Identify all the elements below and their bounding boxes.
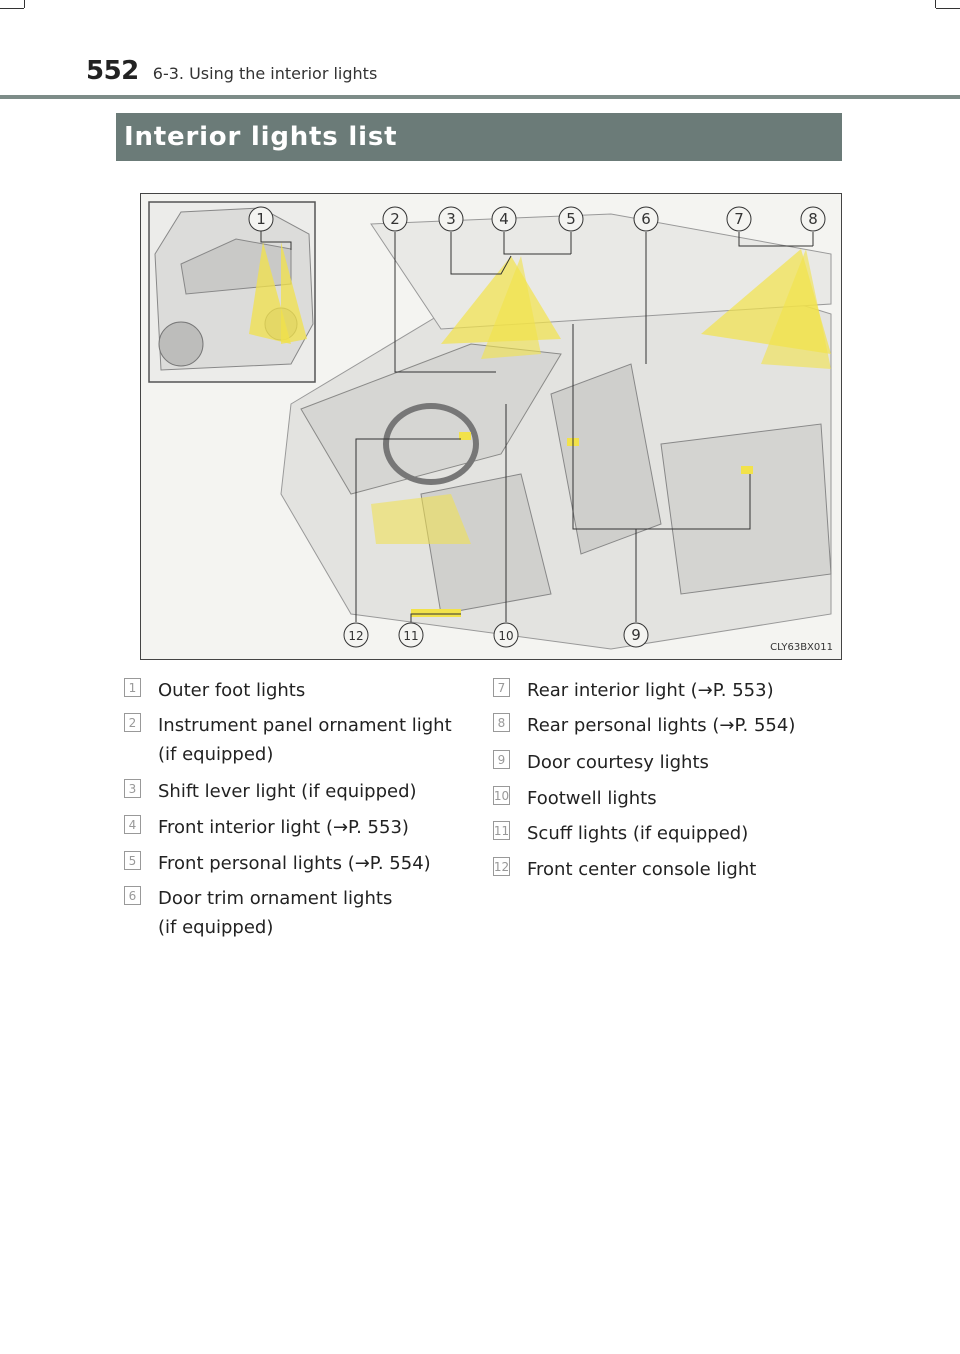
front-personal-light-beam: [481, 256, 541, 359]
svg-text:3: 3: [446, 210, 456, 228]
legend-label: Outer foot lights: [158, 680, 306, 701]
page-number: 552: [86, 56, 139, 86]
legend-label: Rear personal lights (→P. 554): [527, 715, 796, 736]
rear-personal-light-beam: [761, 249, 831, 369]
legend-label: Front interior light (→P. 553): [158, 817, 409, 838]
legend-item: 12 Front center console light: [493, 855, 756, 884]
svg-text:5: 5: [566, 210, 576, 228]
svg-text:4: 4: [499, 210, 509, 228]
legend-label: Rear interior light (→P. 553): [527, 680, 774, 701]
legend-item: 10 Footwell lights: [493, 784, 657, 813]
header-rule: [0, 95, 960, 99]
legend-item: 11 Scuff lights (if equipped): [493, 819, 748, 848]
dashboard: [300, 343, 562, 495]
svg-text:6: 6: [641, 210, 651, 228]
legend-number-badge: 8: [493, 713, 510, 732]
legend-item: 3 Shift lever light (if equipped): [124, 777, 417, 806]
svg-text:12: 12: [348, 629, 363, 643]
outer-foot-light-beam: [249, 242, 291, 344]
legend-number-badge: 4: [124, 815, 141, 834]
crop-mark: [0, 8, 24, 9]
figure-code: CLY63BX011: [770, 642, 833, 653]
legend-item: 9 Door courtesy lights: [493, 748, 709, 777]
legend-number-badge: 7: [493, 678, 510, 697]
banner-title: Interior lights list: [124, 122, 398, 152]
page-header: 552 6-3. Using the interior lights: [86, 56, 377, 86]
legend-item: 2 Instrument panel ornament light (if eq…: [124, 711, 452, 769]
scuff-light: [411, 609, 461, 617]
legend-item: 5 Front personal lights (→P. 554): [124, 849, 431, 878]
legend-label: Shift lever light (if equipped): [158, 781, 417, 802]
svg-text:1: 1: [256, 210, 266, 228]
legend-number-badge: 9: [493, 750, 510, 769]
svg-text:7: 7: [734, 210, 744, 228]
legend-item: 8 Rear personal lights (→P. 554): [493, 711, 795, 740]
legend-label: Front personal lights (→P. 554): [158, 853, 431, 874]
svg-text:9: 9: [631, 626, 641, 644]
svg-text:2: 2: [390, 210, 400, 228]
legend-label: Footwell lights: [527, 788, 657, 809]
crop-mark: [936, 8, 960, 9]
outer-foot-light-beam: [281, 242, 307, 344]
legend-label: Door trim ornament lights (if equipped): [158, 888, 393, 938]
section-title: 6-3. Using the interior lights: [152, 64, 378, 83]
legend-label: Scuff lights (if equipped): [527, 823, 749, 844]
legend-label: Door courtesy lights: [527, 752, 709, 773]
legend-number-badge: 10: [493, 786, 510, 805]
section-banner: Interior lights list: [116, 113, 842, 161]
crop-mark: [24, 0, 25, 8]
legend-item: 7 Rear interior light (→P. 553): [493, 676, 774, 705]
legend-number-badge: 12: [493, 857, 510, 876]
legend-number-badge: 2: [124, 713, 141, 732]
legend-number-badge: 3: [124, 779, 141, 798]
crop-mark: [935, 0, 936, 8]
rear-seat: [660, 423, 832, 595]
footwell-light-beam: [371, 494, 471, 544]
legend-item: 4 Front interior light (→P. 553): [124, 813, 409, 842]
car-interior-illustration: 1 2 3 4 5 6 7 8 9 10 11 12: [148, 201, 832, 650]
svg-text:8: 8: [808, 210, 818, 228]
legend-item: 6 Door trim ornament lights (if equipped…: [124, 884, 392, 942]
door-courtesy-light: [741, 466, 753, 474]
legend-number-badge: 5: [124, 851, 141, 870]
callout-numbers: 1 2 3 4 5 6 7 8 9 10 11 12: [248, 206, 826, 648]
legend-number-badge: 6: [124, 886, 141, 905]
front-seat-right: [550, 363, 662, 555]
steering-wheel: [383, 403, 479, 485]
legend-number-badge: 11: [493, 821, 510, 840]
legend-label: Instrument panel ornament light (if equi…: [158, 715, 452, 765]
callout-leaders: [260, 228, 814, 622]
legend-item: 1 Outer foot lights: [124, 676, 305, 705]
console-light: [459, 432, 471, 440]
svg-text:11: 11: [403, 629, 418, 643]
legend-number-badge: 1: [124, 678, 141, 697]
interior-lights-figure: 1 2 3 4 5 6 7 8 9 10 11 12 CLY63BX011: [140, 193, 842, 660]
svg-text:10: 10: [498, 629, 513, 643]
legend-label: Front center console light: [527, 859, 757, 880]
